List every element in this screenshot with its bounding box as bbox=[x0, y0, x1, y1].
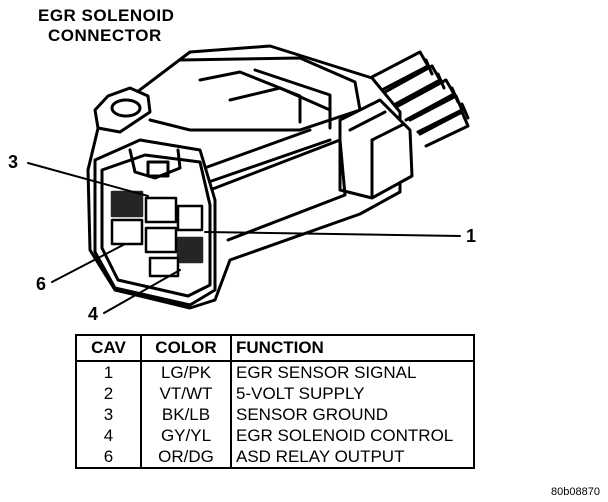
cell-cav: 4 bbox=[76, 425, 142, 446]
callout-6: 6 bbox=[36, 274, 47, 294]
cell-color: GY/YL bbox=[141, 425, 232, 446]
locking-tab bbox=[93, 86, 152, 134]
cell-color: OR/DG bbox=[141, 446, 232, 468]
cell-cav: 2 bbox=[76, 383, 142, 404]
table-row: 4 GY/YL EGR SOLENOID CONTROL bbox=[76, 425, 474, 446]
cell-cav: 1 bbox=[76, 361, 142, 383]
cell-color: BK/LB bbox=[141, 404, 232, 425]
cell-function: EGR SOLENOID CONTROL bbox=[236, 426, 454, 445]
diagram-title: EGR SOLENOID CONNECTOR bbox=[38, 6, 174, 46]
cell-cav: 6 bbox=[76, 446, 142, 468]
callout-4: 4 bbox=[88, 304, 99, 324]
callout-1: 1 bbox=[466, 226, 477, 246]
table-row: 1 LG/PK EGR SENSOR SIGNAL bbox=[76, 361, 474, 383]
header-function: FUNCTION bbox=[231, 335, 474, 362]
table-row: 3 BK/LB SENSOR GROUND bbox=[76, 404, 474, 425]
title-line-1: EGR SOLENOID bbox=[38, 6, 175, 25]
cell-color: VT/WT bbox=[141, 383, 232, 404]
header-cav: CAV bbox=[76, 335, 142, 362]
cell-function: EGR SENSOR SIGNAL bbox=[236, 363, 417, 382]
leader-lines bbox=[27, 162, 461, 314]
table-row: 6 OR/DG ASD RELAY OUTPUT bbox=[76, 446, 474, 468]
table-header-row: CAV COLOR FUNCTION bbox=[76, 335, 474, 362]
figure-id: 80b08870 bbox=[551, 486, 600, 498]
pinout-table: CAV COLOR FUNCTION 1 LG/PK EGR SENSOR SI… bbox=[75, 334, 475, 469]
cell-color: LG/PK bbox=[141, 361, 232, 383]
cell-function: ASD RELAY OUTPUT bbox=[236, 447, 405, 466]
cell-function: SENSOR GROUND bbox=[236, 405, 389, 424]
cell-cav: 3 bbox=[76, 404, 142, 425]
wire-bundle bbox=[368, 50, 470, 148]
callout-3: 3 bbox=[8, 152, 19, 172]
cell-function: 5-VOLT SUPPLY bbox=[236, 384, 365, 403]
title-line-2: CONNECTOR bbox=[48, 26, 162, 45]
cavity-grid bbox=[110, 190, 204, 278]
table-row: 2 VT/WT 5-VOLT SUPPLY bbox=[76, 383, 474, 404]
header-color: COLOR bbox=[141, 335, 232, 362]
